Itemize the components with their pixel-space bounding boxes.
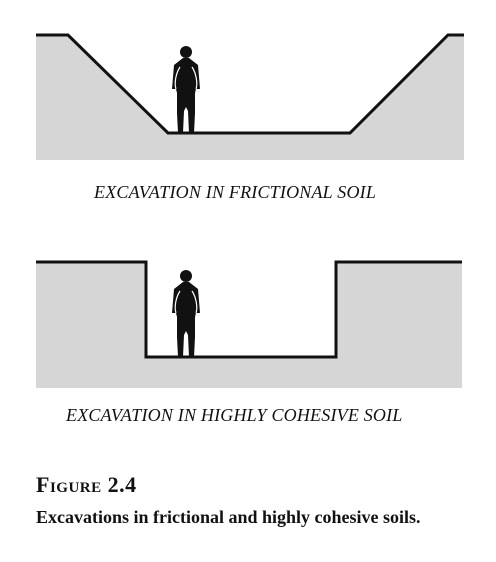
figure-caption: Excavations in frictional and highly coh…: [36, 507, 421, 527]
cohesive-excavation-profile: [36, 260, 462, 359]
frictional-soil-mass: [36, 35, 464, 160]
cohesive-soil-mass: [36, 262, 462, 388]
person-icon: [172, 46, 200, 133]
frictional-excavation-profile: [36, 33, 464, 135]
frictional-soil-label: EXCAVATION IN FRICTIONAL SOIL: [94, 182, 377, 202]
frictional-soil-diagram: [36, 33, 464, 160]
figure-number: Figure 2.4: [36, 472, 137, 497]
cohesive-soil-diagram: [36, 260, 462, 388]
person-icon: [172, 270, 200, 357]
cohesive-soil-label: EXCAVATION IN HIGHLY COHESIVE SOIL: [66, 405, 403, 425]
